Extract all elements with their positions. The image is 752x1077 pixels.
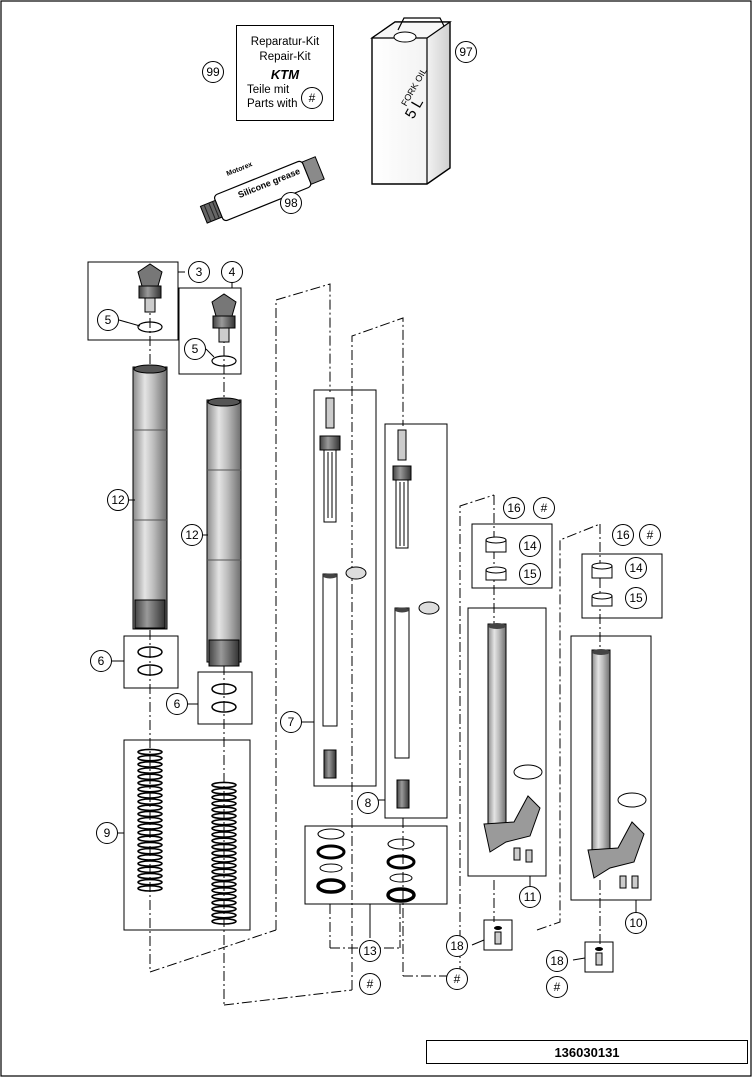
callout-99: 99 [202, 61, 224, 83]
kit-title-de: Reparatur-Kit [250, 36, 320, 48]
bushings-14-15a [485, 536, 507, 581]
silicone-grease-tube [199, 156, 325, 224]
callout-16a: 16 [503, 497, 525, 519]
callout-hash-3: # [546, 976, 568, 998]
callout-16b: 16 [612, 524, 634, 546]
leader-lines [112, 271, 637, 961]
callout-4: 4 [221, 261, 243, 283]
callout-5b: 5 [184, 338, 206, 360]
kit-title-en: Repair-Kit [259, 51, 311, 63]
callout-98: 98 [280, 192, 302, 214]
callout-7: 7 [280, 711, 302, 733]
callout-12a: 12 [107, 489, 129, 511]
callout-5a: 5 [97, 309, 119, 331]
callout-16a-hash: # [533, 497, 555, 519]
callout-16b-hash: # [639, 524, 661, 546]
bleed-screw-18b [595, 947, 603, 966]
repair-kit-box: Reparatur-Kit Repair-Kit KTM Teile mit P… [236, 25, 334, 121]
callout-8: 8 [357, 792, 379, 814]
callout-18a: 18 [446, 935, 468, 957]
diagram-code: 136030131 [426, 1040, 748, 1064]
kit-hash-callout: # [301, 87, 323, 109]
cartridge-7 [319, 397, 367, 779]
callout-15b: 15 [625, 587, 647, 609]
callout-14a: 14 [519, 535, 541, 557]
fork-spring-9a [137, 748, 163, 892]
washers-6a [137, 646, 163, 676]
top-cap-screw-4 [211, 293, 237, 343]
callout-6a: 6 [90, 650, 112, 672]
inner-tube-11 [483, 623, 543, 863]
callout-18b: 18 [546, 950, 568, 972]
callout-13: 13 [359, 940, 381, 962]
callout-3: 3 [188, 261, 210, 283]
group-boxes [87, 261, 663, 973]
seal-kit-13 [316, 828, 416, 903]
callout-hash-2: # [446, 968, 468, 990]
top-cap-screw-3 [137, 263, 163, 313]
fork-spring-9b [211, 781, 237, 925]
callout-11: 11 [519, 886, 541, 908]
callout-10: 10 [625, 912, 647, 934]
callout-97: 97 [455, 41, 477, 63]
callout-12b: 12 [181, 524, 203, 546]
outer-tube-12a [132, 364, 168, 630]
callout-hash-1: # [359, 973, 381, 995]
cartridge-8 [392, 429, 440, 809]
ktm-logo: KTM [270, 67, 300, 82]
callout-14b: 14 [625, 557, 647, 579]
callout-9: 9 [96, 822, 118, 844]
bleed-screw-18a [494, 926, 502, 945]
callout-6b: 6 [166, 693, 188, 715]
callout-15a: 15 [519, 563, 541, 585]
bushings-14-15b [591, 562, 613, 607]
kit-parts-en: Parts with [247, 98, 298, 110]
o-ring-5a [137, 321, 163, 333]
assembly-lines [149, 283, 601, 1006]
outer-tube-12b [206, 397, 242, 667]
washers-6b [211, 683, 237, 713]
kit-parts-de: Teile mit [247, 84, 290, 96]
inner-tube-10 [587, 649, 647, 889]
o-ring-5b [211, 355, 237, 367]
fork-oil-can [370, 17, 452, 185]
